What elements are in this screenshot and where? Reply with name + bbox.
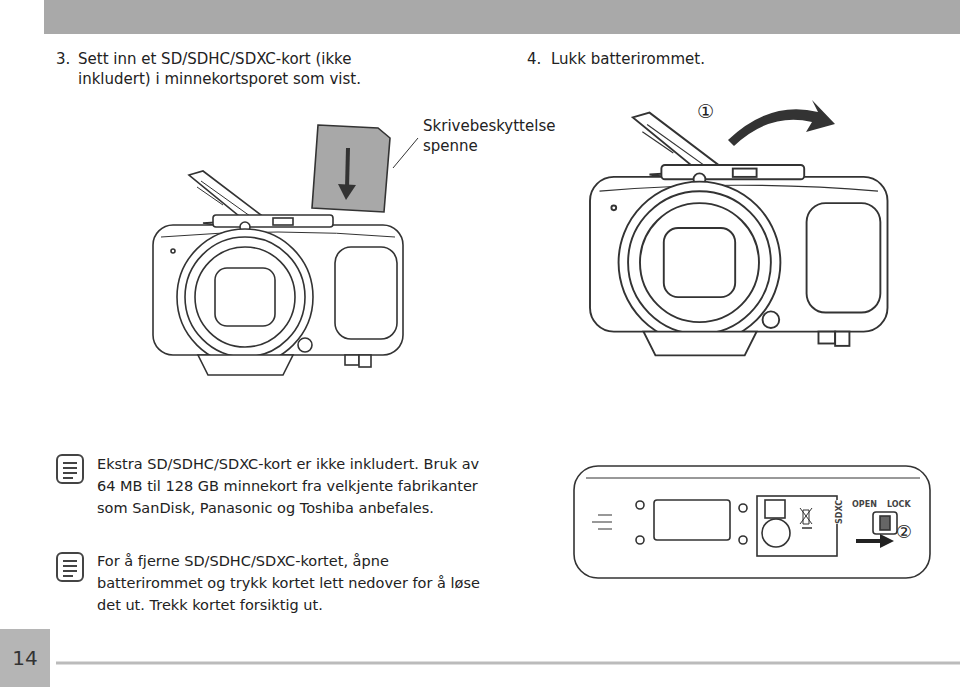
instruction-text: Sett inn et SD/SDHC/SDXC-kort (ikke inkl… <box>78 49 428 90</box>
camera-bottom <box>574 466 930 578</box>
header-bar <box>44 0 960 34</box>
callout-number: ② <box>896 520 912 544</box>
step-number: 3. <box>56 49 70 69</box>
camera-front <box>590 113 888 356</box>
step-number: 4. <box>527 49 541 69</box>
note-icon <box>57 455 83 483</box>
sd-card <box>312 125 390 212</box>
close-arrow <box>728 100 835 146</box>
note-text: Ekstra SD/SDHC/SDXC-kort er ikke inklude… <box>97 454 487 519</box>
note-text: For å fjerne SD/SDHC/SDXC-kortet, åpne b… <box>97 551 487 616</box>
switch-label: LOCK <box>887 500 911 511</box>
page-number-box: 14 <box>0 629 50 687</box>
leader-line <box>393 138 418 168</box>
logo-text: SDXC <box>835 500 846 524</box>
part-label: Skrivebeskyttelse spenne <box>423 116 553 157</box>
slide-arrow <box>856 534 894 548</box>
instruction-text: Lukk batterirommet. <box>551 49 851 69</box>
callout-number: ① <box>697 99 714 125</box>
footer-rule <box>56 662 960 665</box>
switch-label: OPEN <box>852 500 877 511</box>
page-number: 14 <box>12 646 37 670</box>
note-icon <box>57 553 83 581</box>
